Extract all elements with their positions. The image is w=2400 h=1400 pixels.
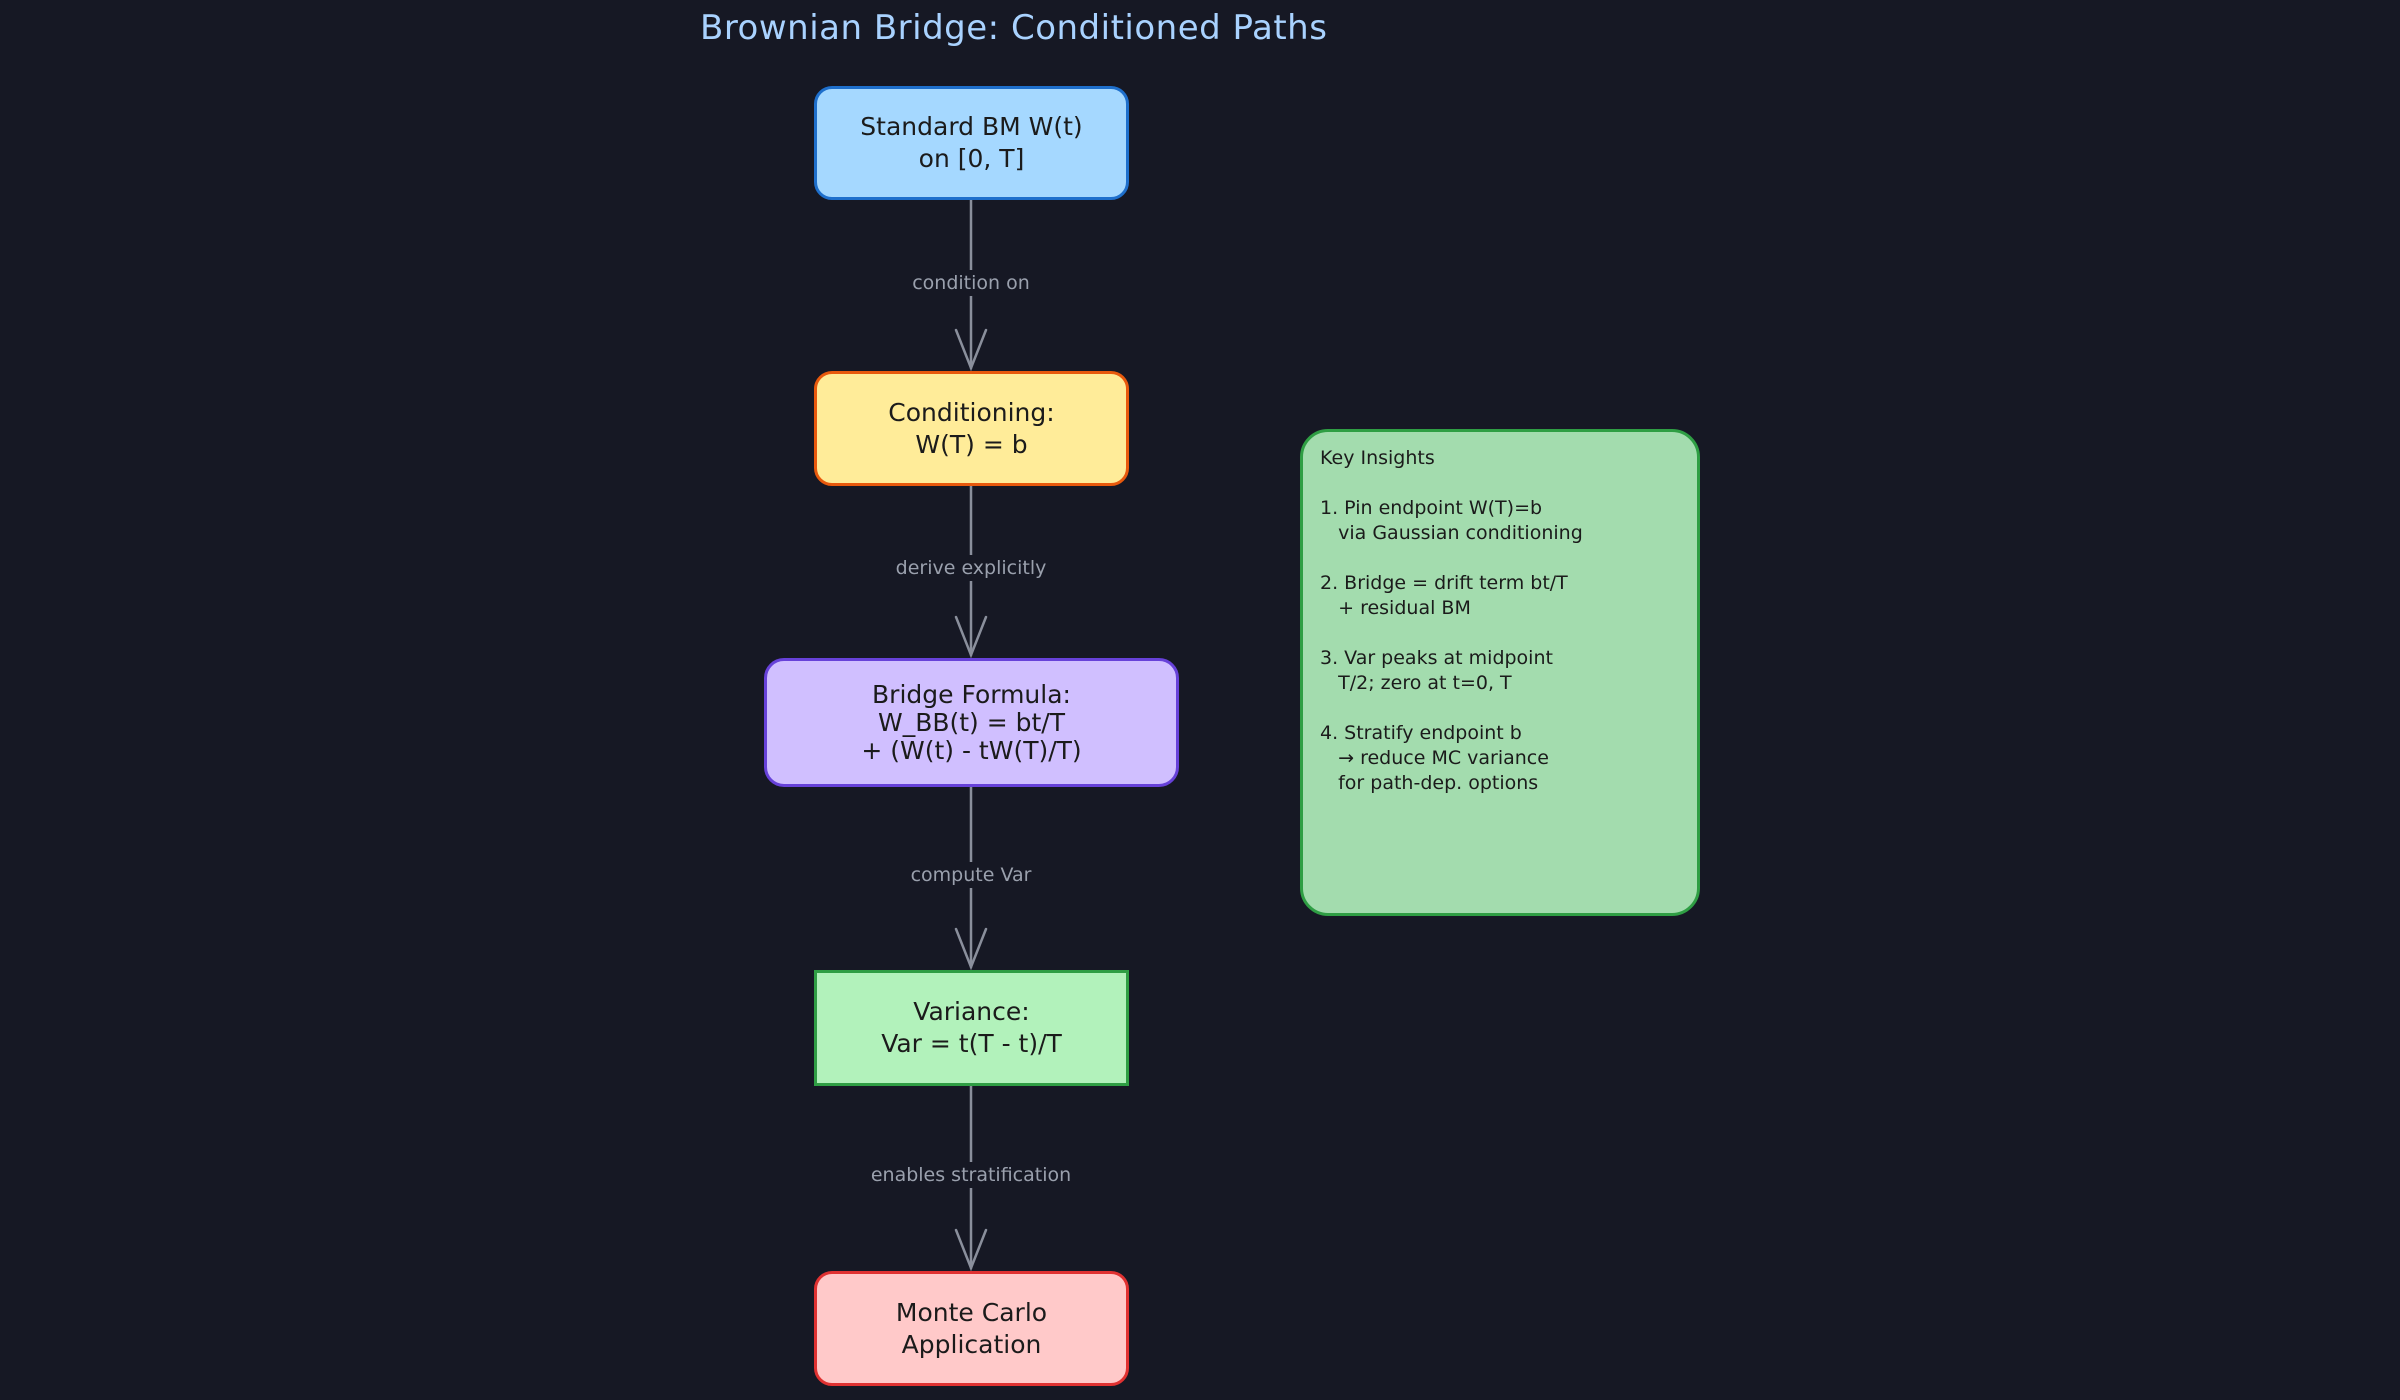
edge-formula-to-variance-arrowhead xyxy=(954,927,988,971)
insight-1-line-2: via Gaussian conditioning xyxy=(1320,522,1583,544)
node-conditioning-line-1: Conditioning: xyxy=(888,397,1055,427)
insight-spacer xyxy=(1320,546,1680,571)
node-conditioning: Conditioning: W(T) = b xyxy=(814,371,1129,486)
node-bridge-formula-line-2: W_BB(t) = bt/T xyxy=(877,707,1066,737)
node-bridge-formula-line-1: Bridge Formula: xyxy=(872,679,1071,709)
insight-4-line-1: 4. Stratify endpoint b xyxy=(1320,722,1522,744)
node-conditioning-line-2: W(T) = b xyxy=(915,429,1028,459)
node-bridge-formula: Bridge Formula: W_BB(t) = bt/T + (W(t) -… xyxy=(764,658,1179,787)
node-monte-carlo-line-1: Monte Carlo xyxy=(895,1297,1048,1327)
edge-variance-to-mc-arrowhead xyxy=(954,1228,988,1272)
edge-label-enables-stratification: enables stratification xyxy=(864,1162,1078,1188)
node-variance: Variance: Var = t(T - t)/T xyxy=(814,970,1129,1086)
insight-4-line-2: → reduce MC variance xyxy=(1320,747,1549,769)
edge-label-compute-var: compute Var xyxy=(904,862,1038,888)
diagram-title: Brownian Bridge: Conditioned Paths xyxy=(700,8,1328,48)
node-standard-bm: Standard BM W(t) on [0, T] xyxy=(814,86,1129,200)
insight-spacer xyxy=(1320,621,1680,646)
key-insights-heading: Key Insights xyxy=(1320,447,1435,469)
node-variance-line-2: Var = t(T - t)/T xyxy=(881,1029,1062,1058)
insight-3-line-2: T/2; zero at t=0, T xyxy=(1320,672,1512,694)
key-insights-note: Key Insights 1. Pin endpoint W(T)=b via … xyxy=(1300,429,1700,916)
insight-2-line-1: 2. Bridge = drift term bt/T xyxy=(1320,572,1568,594)
insight-3-line-1: 3. Var peaks at midpoint xyxy=(1320,647,1553,669)
node-bridge-formula-line-3: + (W(t) - tW(T)/T) xyxy=(861,735,1082,765)
node-standard-bm-line-1: Standard BM W(t) xyxy=(860,112,1083,141)
edge-label-condition-on: condition on xyxy=(906,270,1036,296)
insight-1-line-1: 1. Pin endpoint W(T)=b xyxy=(1320,497,1543,519)
insight-spacer xyxy=(1320,696,1680,721)
insight-4-line-3: for path-dep. options xyxy=(1320,772,1539,794)
node-variance-line-1: Variance: xyxy=(913,997,1030,1026)
node-standard-bm-line-2: on [0, T] xyxy=(918,144,1025,173)
edge-label-derive-explicitly: derive explicitly xyxy=(889,555,1053,581)
insight-2-line-2: + residual BM xyxy=(1320,597,1471,619)
node-monte-carlo: Monte Carlo Application xyxy=(814,1271,1129,1386)
edge-cond-to-formula-arrowhead xyxy=(954,615,988,659)
edge-bm-to-cond-arrowhead xyxy=(954,328,988,372)
node-monte-carlo-line-2: Application xyxy=(901,1329,1042,1359)
